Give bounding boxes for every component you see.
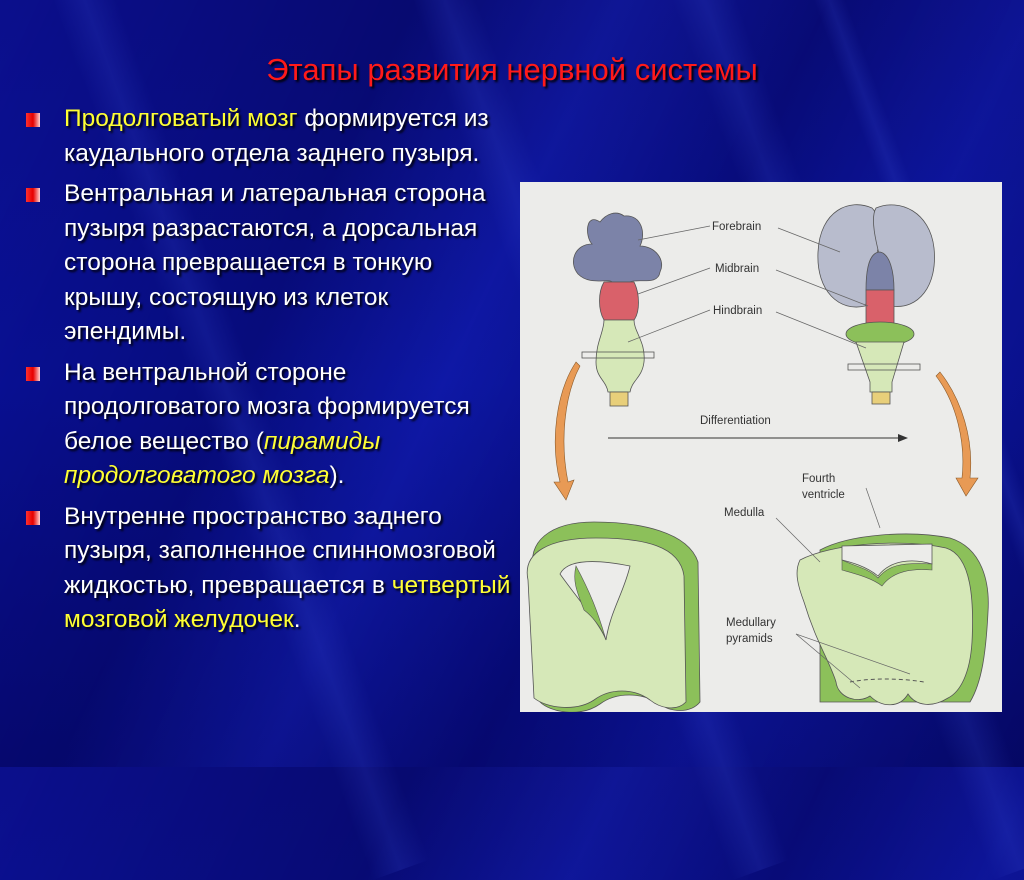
- bullet-list: Продолговатый мозг формируется из каудал…: [22, 102, 512, 644]
- section-plane: [581, 351, 655, 359]
- highlight-term: пирамиды продолговатого мозга: [64, 427, 381, 490]
- highlight-term: Продолговатый мозг: [64, 105, 298, 132]
- label-midbrain: Midbrain: [715, 263, 759, 275]
- midbrain-structure: [865, 251, 895, 291]
- label-differentiation: Differentiation: [700, 415, 771, 427]
- bullet-square-icon: [26, 113, 40, 127]
- label-fourth-ventricle-line1: Fourth: [802, 473, 835, 485]
- midbrain-band: [865, 289, 895, 327]
- label-medulla: Medulla: [724, 507, 765, 519]
- medulla-structure: [855, 341, 905, 393]
- label-fourth-ventricle-line2: ventricle: [802, 489, 845, 501]
- bullet-text: Вентральная и латеральная сторона пузыря…: [64, 177, 512, 350]
- text-span: Внутренне пространство заднего пузыря, з…: [64, 502, 496, 599]
- embryonic-cross-section: [526, 521, 701, 712]
- text-span: ).: [329, 462, 345, 489]
- bullet-item: На вентральной стороне продолговатого мо…: [22, 356, 512, 494]
- label-forebrain: Forebrain: [712, 221, 761, 233]
- text-span: .: [293, 606, 301, 633]
- bullet-square-icon: [26, 510, 40, 525]
- bullet-item: Продолговатый мозг формируется из каудал…: [22, 102, 512, 171]
- label-medullary-pyramids-line2: pyramids: [726, 633, 773, 645]
- bullet-text: Продолговатый мозг формируется из каудал…: [64, 102, 512, 171]
- label-medullary-pyramids-line1: Medullary: [726, 617, 776, 629]
- highlight-term: четвертый мозговой желудочек: [64, 571, 511, 634]
- developed-brain: [817, 204, 935, 405]
- bullet-text: На вентральной стороне продолговатого мо…: [64, 356, 512, 494]
- brain-development-figure: Forebrain Midbrain Hindbrain Differentia…: [520, 182, 1002, 712]
- left-curved-arrow: [553, 361, 581, 501]
- midbrain-vesicle: [599, 281, 639, 321]
- spinal-cord: [609, 391, 629, 407]
- right-curved-arrow: [935, 371, 979, 497]
- embryonic-brain: [573, 212, 662, 407]
- label-hindbrain: Hindbrain: [713, 305, 762, 317]
- hindbrain-vesicle: [595, 319, 645, 393]
- arrow-head-icon: [898, 434, 908, 442]
- bullet-square-icon: [26, 366, 40, 381]
- bullet-item: Внутренне пространство заднего пузыря, з…: [22, 500, 512, 638]
- bullet-text: Внутренне пространство заднего пузыря, з…: [64, 500, 512, 638]
- text-span: На вентральной стороне продолговатого мо…: [64, 358, 470, 455]
- pyramids-boundary: [849, 678, 925, 683]
- medulla-cross-section: [796, 533, 989, 706]
- text-span: формируется из каудального отдела заднег…: [64, 105, 489, 167]
- fourth-ventricle: [841, 543, 933, 577]
- section-plane: [847, 363, 921, 371]
- diagram-svg: Forebrain Midbrain Hindbrain Differentia…: [526, 204, 989, 712]
- spinal-cord: [871, 391, 891, 405]
- bullet-square-icon: [26, 188, 40, 202]
- bullet-item: Вентральная и латеральная сторона пузыря…: [22, 177, 512, 350]
- text-span: Вентральная и латеральная сторона пузыря…: [64, 180, 486, 345]
- forebrain-vesicle: [573, 212, 662, 283]
- slide-title: Этапы развития нервной системы: [266, 52, 758, 87]
